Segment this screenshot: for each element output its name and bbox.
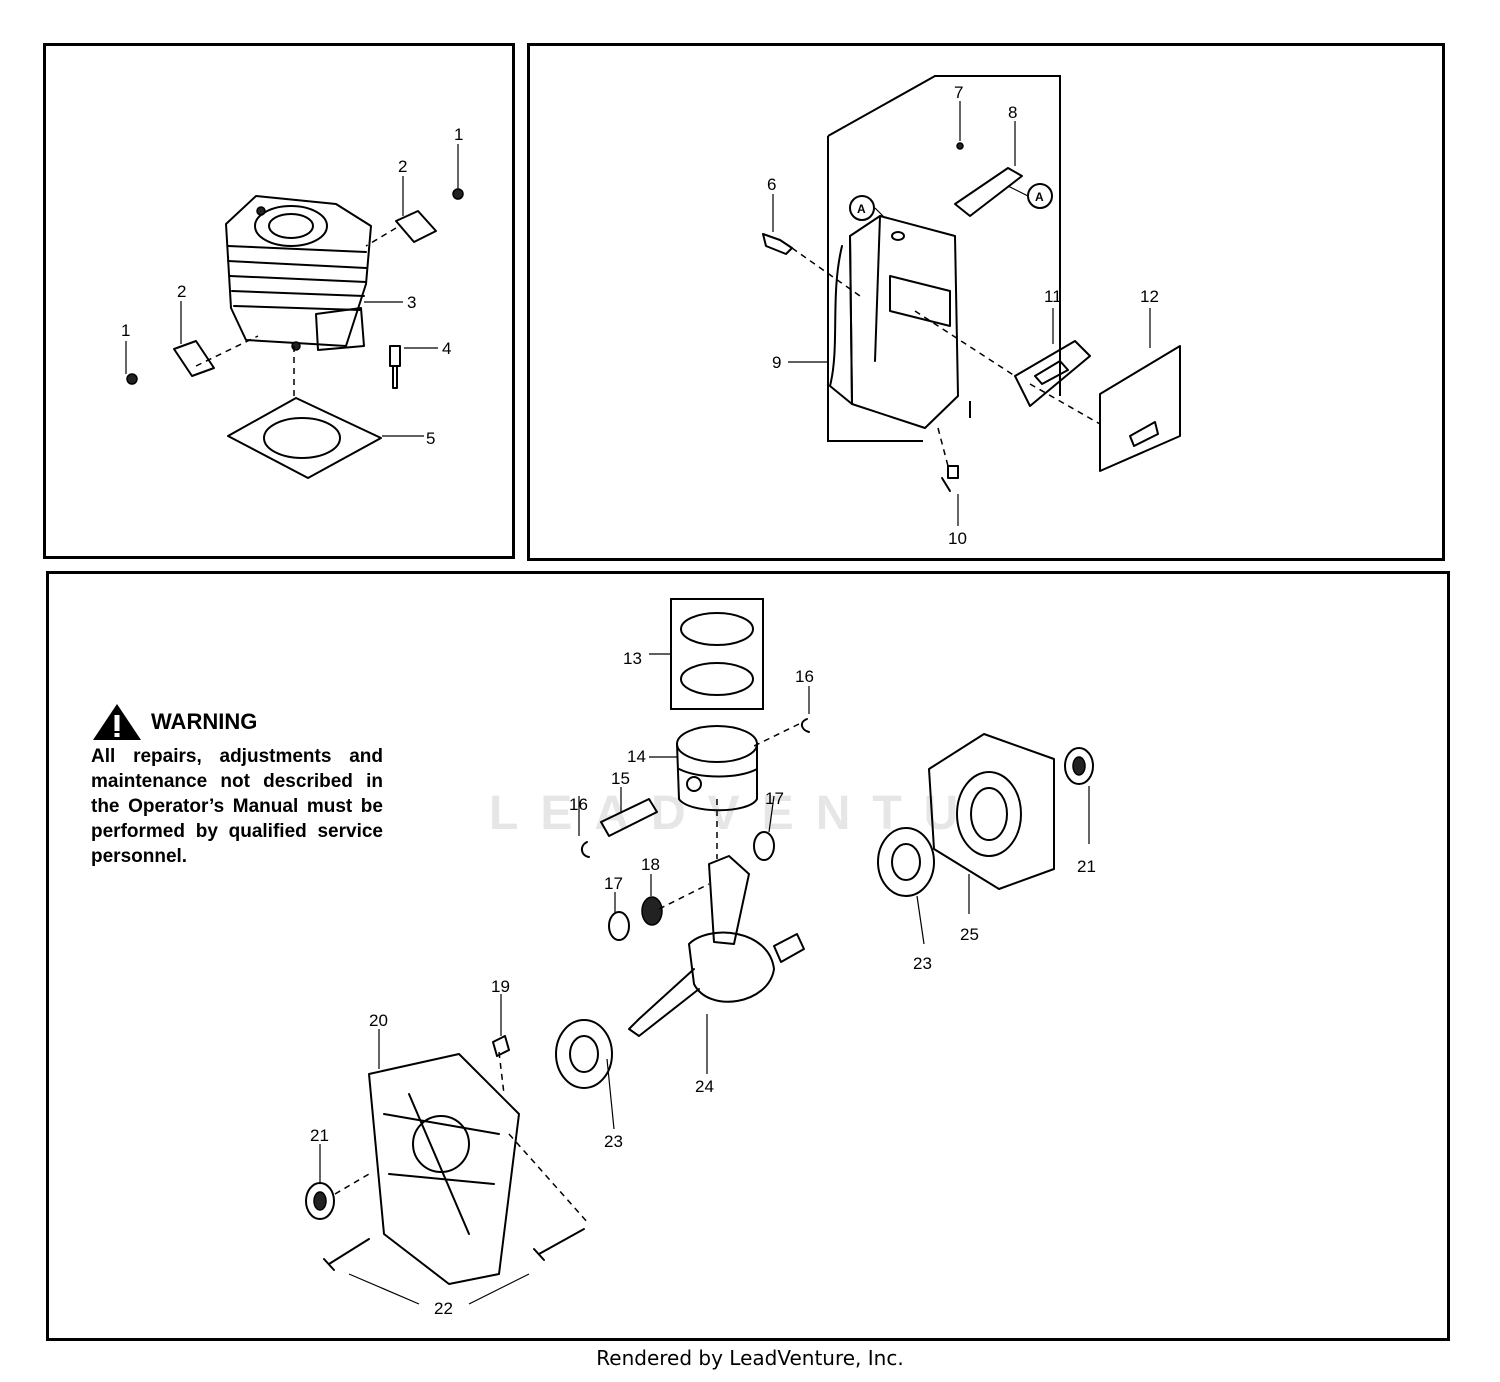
callout-label: 1: [454, 125, 463, 144]
callout-label: 15: [611, 769, 630, 788]
intake-gasket-part[interactable]: [395, 210, 437, 243]
callout-label: 9: [772, 353, 781, 372]
muffler-panel: 7 8 6 A A 9 11 12 10: [527, 43, 1445, 561]
callout-label: 17: [765, 789, 784, 808]
callout-label: 17: [604, 874, 623, 893]
warning-triangle-icon: [93, 704, 141, 740]
callout-label: 23: [913, 954, 932, 973]
warning-title: WARNING: [151, 709, 258, 734]
base-gasket-part[interactable]: [227, 397, 382, 479]
callout-label: 14: [627, 747, 646, 766]
warning-text: All repairs, adjustments and maintenance…: [91, 746, 383, 867]
piston-pin-part[interactable]: [600, 798, 658, 837]
screw-part[interactable]: [956, 142, 964, 150]
circlip-part[interactable]: [801, 718, 810, 733]
callout-label: 1: [121, 321, 130, 340]
screw-part[interactable]: [452, 188, 464, 200]
bolt-part[interactable]: [389, 345, 401, 389]
callout-label: 4: [442, 339, 451, 358]
main-bearing-part[interactable]: [877, 827, 935, 897]
piston-ring-part[interactable]: [680, 662, 754, 696]
callout-label: 2: [398, 157, 407, 176]
callout-label: 25: [960, 925, 979, 944]
callout-label: 12: [1140, 287, 1159, 306]
cylinder-panel: 1 2 2 1 3 4 5: [43, 43, 515, 559]
thrust-washer-part[interactable]: [753, 831, 775, 861]
callout-label: A: [857, 202, 866, 216]
callout-label: 8: [1008, 103, 1017, 122]
callout-label: 5: [426, 429, 435, 448]
callout-label: 18: [641, 855, 660, 874]
screw-part[interactable]: [533, 1228, 585, 1261]
oil-seal-part[interactable]: [1064, 747, 1094, 785]
callout-label: 23: [604, 1132, 623, 1151]
callout-label: 21: [310, 1126, 329, 1145]
callout-label: A: [1035, 190, 1044, 204]
crankcase-half-part[interactable]: [928, 733, 1055, 890]
callout-label: 10: [948, 529, 967, 548]
screw-part[interactable]: [323, 1238, 370, 1271]
exhaust-gasket-part[interactable]: [173, 340, 215, 377]
crankcase-half-part[interactable]: [368, 1053, 520, 1285]
callout-label: 6: [767, 175, 776, 194]
callout-label: 13: [623, 649, 642, 668]
warning-notice: WARNING All repairs, adjustments and mai…: [91, 702, 383, 869]
heat-shield-part[interactable]: [1099, 345, 1181, 472]
callout-label: 11: [1044, 287, 1062, 306]
oil-seal-part[interactable]: [305, 1182, 335, 1220]
callout-label: 21: [1077, 857, 1096, 876]
dowel-pin-part[interactable]: [492, 1035, 510, 1057]
piston-part[interactable]: [676, 725, 758, 812]
muffler-part[interactable]: [829, 215, 959, 429]
callout-label: 7: [954, 83, 963, 102]
cylinder-diagram: 1 2 2 1 3 4 5: [121, 125, 464, 479]
callout-label: 19: [491, 977, 510, 996]
callout-label: 16: [569, 795, 588, 814]
screw-part[interactable]: [941, 465, 959, 492]
callout-label: 16: [795, 667, 814, 686]
piston-ring-part[interactable]: [680, 612, 754, 646]
callout-label: 2: [177, 282, 186, 301]
deflector-part[interactable]: [954, 167, 1023, 217]
cylinder-part[interactable]: [225, 195, 372, 351]
callout-label: 3: [407, 293, 416, 312]
main-bearing-part[interactable]: [555, 1019, 613, 1089]
footer-credit: Rendered by LeadVenture, Inc.: [596, 1346, 904, 1370]
crankcase-panel: LEADVENTU WARNING All repairs, adjustmen…: [46, 571, 1450, 1341]
crankcase-diagram: 13 16 14 15 16 17 18 17 19 20 21 23 24 2…: [305, 598, 1096, 1318]
muffler-gasket-part[interactable]: [1014, 340, 1091, 407]
thrust-washer-part[interactable]: [608, 911, 630, 941]
callout-label: 22: [434, 1299, 453, 1318]
muffler-diagram: 7 8 6 A A 9 11 12 10: [762, 75, 1181, 548]
needle-bearing-part[interactable]: [641, 896, 663, 926]
callout-label: 20: [369, 1011, 388, 1030]
callout-label: 24: [695, 1077, 714, 1096]
crankshaft-part[interactable]: [628, 855, 805, 1037]
screw-part[interactable]: [126, 373, 138, 385]
bolt-part[interactable]: [762, 233, 793, 255]
circlip-part[interactable]: [581, 841, 590, 858]
